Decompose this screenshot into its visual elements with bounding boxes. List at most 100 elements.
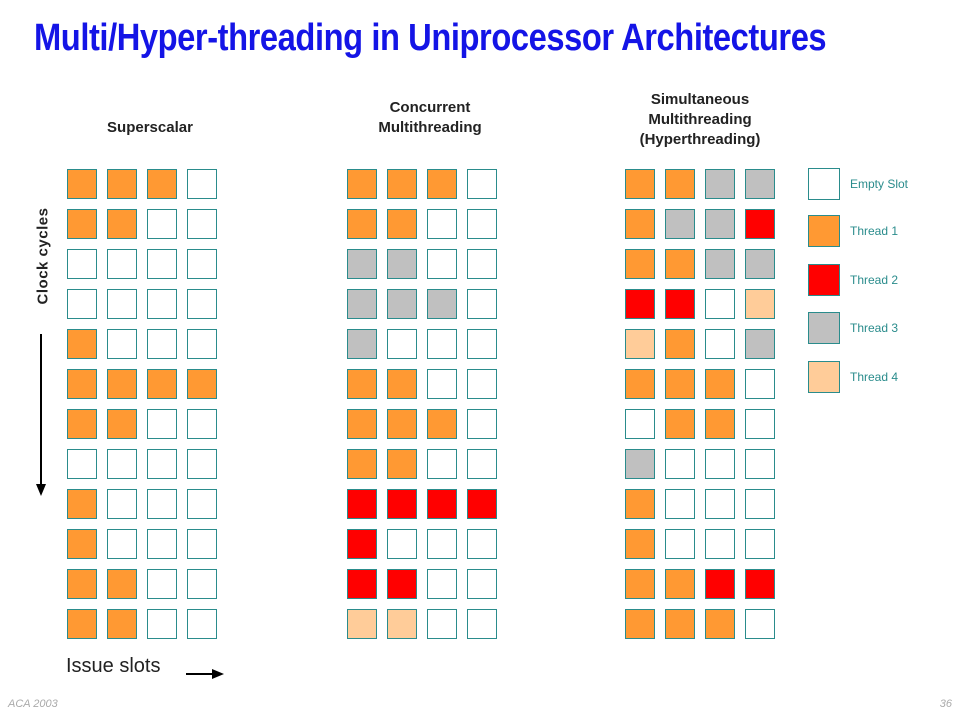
issue-slot-cell	[387, 369, 417, 399]
issue-slot-cell	[387, 569, 417, 599]
issue-slot-cell	[107, 289, 137, 319]
issue-slot-cell	[107, 209, 137, 239]
issue-slot-cell	[387, 409, 417, 439]
issue-slot-cell	[67, 409, 97, 439]
issue-slot-cell	[625, 489, 655, 519]
panel-title-line: Superscalar	[107, 119, 193, 136]
issue-slot-cell	[625, 529, 655, 559]
legend-label: Thread 2	[850, 273, 899, 287]
issue-slot-cell	[705, 449, 735, 479]
issue-slot-cell	[745, 529, 775, 559]
issue-slot-cell	[147, 249, 177, 279]
issue-slot-cell	[665, 489, 695, 519]
issue-slot-cell	[625, 369, 655, 399]
issue-slot-cell	[745, 209, 775, 239]
footer-left: ACA 2003	[8, 698, 58, 710]
issue-slot-cell	[625, 609, 655, 639]
panel-title-line: Simultaneous	[650, 91, 750, 108]
issue-slot-cell	[665, 209, 695, 239]
issue-slot-cell	[705, 169, 735, 199]
issue-slot-cell	[625, 249, 655, 279]
panel-title-superscalar: Superscalar	[60, 118, 240, 138]
issue-slot-cell	[187, 249, 217, 279]
issue-slot-cell	[347, 569, 377, 599]
issue-slot-cell	[67, 609, 97, 639]
issue-slot-cell	[665, 329, 695, 359]
issue-slot-cell	[467, 489, 497, 519]
issue-slot-cell	[387, 609, 417, 639]
issue-slot-cell	[187, 169, 217, 199]
issue-slot-cell	[187, 209, 217, 239]
issue-slot-cell	[387, 449, 417, 479]
issue-slot-cell	[427, 329, 457, 359]
issue-slot-cell	[387, 289, 417, 319]
issue-slot-cell	[187, 569, 217, 599]
legend-label: Thread 4	[850, 370, 899, 384]
issue-slot-cell	[665, 289, 695, 319]
issue-slot-cell	[347, 289, 377, 319]
issue-slot-cell	[665, 609, 695, 639]
issue-slot-cell	[625, 409, 655, 439]
issue-slot-cell	[67, 489, 97, 519]
issue-slot-cell	[467, 169, 497, 199]
issue-slot-cell	[705, 329, 735, 359]
issue-slot-cell	[147, 169, 177, 199]
issue-slot-cell	[107, 249, 137, 279]
issue-slot-cell	[347, 609, 377, 639]
issue-slot-cell	[467, 569, 497, 599]
issue-slot-cell	[107, 369, 137, 399]
issue-slot-cell	[427, 209, 457, 239]
issue-slot-cell	[107, 569, 137, 599]
issue-slot-cell	[467, 449, 497, 479]
issue-slot-cell	[187, 409, 217, 439]
issue-slot-cell	[745, 369, 775, 399]
panel-title-line: Multithreading	[648, 111, 752, 128]
issue-slot-cell	[67, 449, 97, 479]
issue-slot-cell	[387, 329, 417, 359]
legend-label: Thread 3	[850, 321, 899, 335]
legend-swatch	[808, 168, 840, 200]
issue-slot-cell	[387, 209, 417, 239]
issue-slot-cell	[347, 449, 377, 479]
issue-slot-cell	[187, 609, 217, 639]
issue-slot-cell	[665, 169, 695, 199]
issue-slot-cell	[67, 369, 97, 399]
panel-title-line: Concurrent	[389, 99, 471, 116]
issue-slot-cell	[625, 169, 655, 199]
issue-slot-cell	[427, 609, 457, 639]
issue-slot-cell	[147, 289, 177, 319]
issue-slot-cell	[67, 209, 97, 239]
issue-slot-cell	[665, 449, 695, 479]
issue-slot-cell	[147, 369, 177, 399]
issue-slot-cell	[67, 289, 97, 319]
issue-slot-cell	[347, 409, 377, 439]
issue-slot-cell	[347, 249, 377, 279]
issue-slot-cell	[187, 489, 217, 519]
issue-slot-cell	[745, 569, 775, 599]
issue-slot-cell	[67, 249, 97, 279]
issue-slot-cell	[427, 409, 457, 439]
issue-slot-cell	[467, 369, 497, 399]
issue-slot-cell	[745, 289, 775, 319]
issue-slot-cell	[187, 449, 217, 479]
issue-slot-cell	[347, 369, 377, 399]
legend-swatch	[808, 312, 840, 344]
issue-slot-cell	[745, 449, 775, 479]
issue-slot-cell	[705, 209, 735, 239]
issue-slot-cell	[67, 529, 97, 559]
issue-slot-cell	[467, 209, 497, 239]
clock-cycles-arrowhead	[36, 484, 46, 496]
footer-right: 36	[939, 698, 952, 710]
issue-slot-cell	[625, 209, 655, 239]
issue-slot-cell	[665, 529, 695, 559]
issue-slot-cell	[705, 569, 735, 599]
issue-slot-cell	[187, 369, 217, 399]
legend-swatch	[808, 264, 840, 296]
issue-slot-cell	[665, 249, 695, 279]
issue-slot-cell	[467, 409, 497, 439]
issue-slot-cell	[107, 609, 137, 639]
issue-slot-cell	[147, 449, 177, 479]
issue-slot-cell	[107, 449, 137, 479]
issue-slot-cell	[67, 569, 97, 599]
